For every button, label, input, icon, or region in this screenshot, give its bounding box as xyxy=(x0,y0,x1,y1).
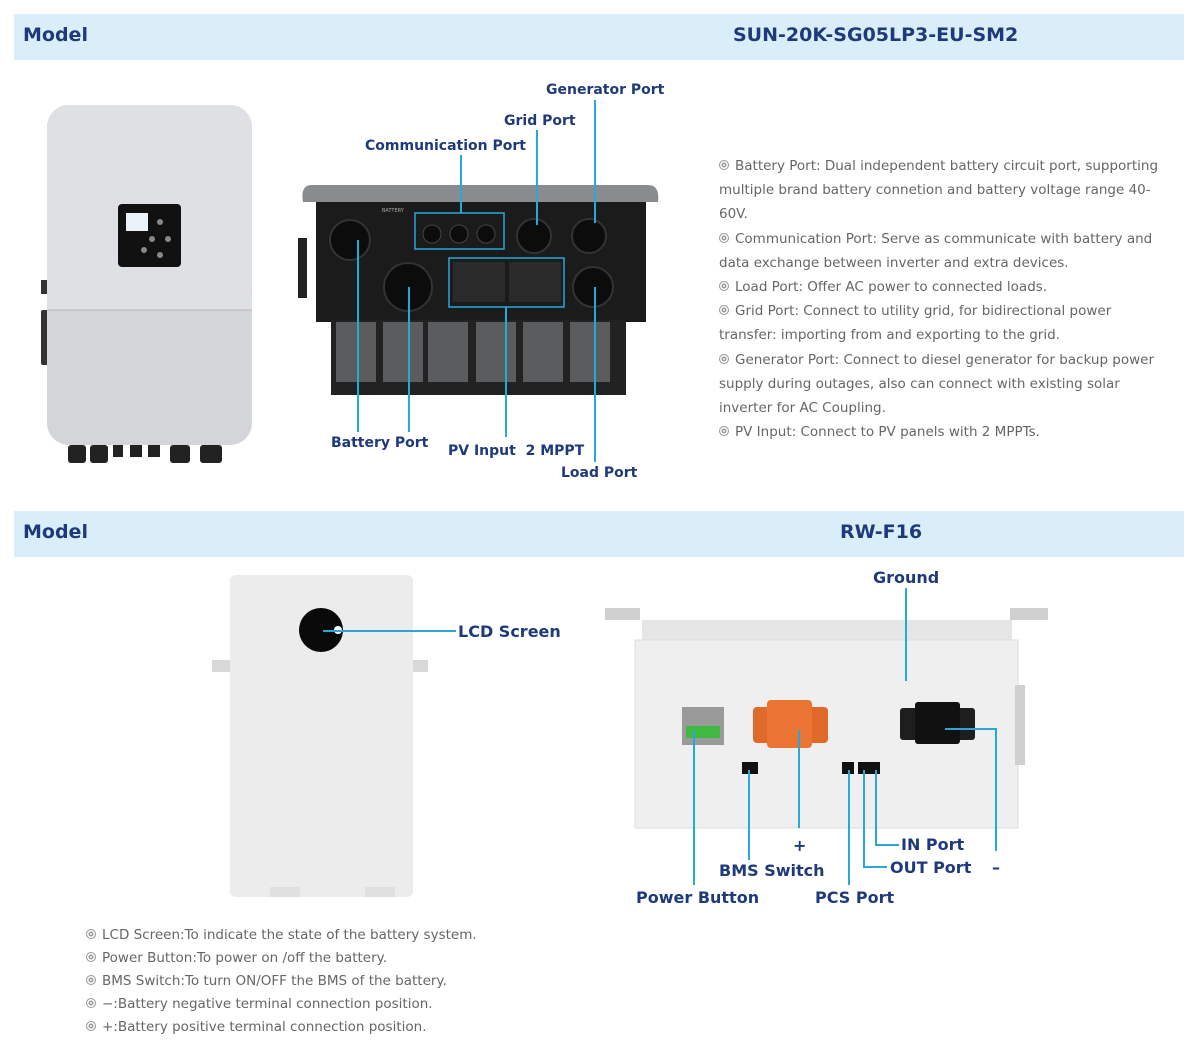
inverter-bottom-image: BATTERY xyxy=(298,185,659,395)
description-item: BMS Switch:To turn ON/OFF the BMS of the… xyxy=(86,970,477,993)
inverter-description-list: Battery Port: Dual independent battery c… xyxy=(719,154,1169,444)
callout-pcs-port: PCS Port xyxy=(815,888,895,907)
in-port-line xyxy=(875,770,877,845)
callout-battery-port: Battery Port xyxy=(331,435,429,451)
bullet-icon xyxy=(86,998,96,1008)
callout-grid-port: Grid Port xyxy=(504,113,576,129)
model-label: Model xyxy=(23,24,88,46)
description-item: Load Port: Offer AC power to connected l… xyxy=(719,275,1169,299)
callout-out-port: OUT Port xyxy=(890,858,972,877)
bullet-icon xyxy=(719,305,729,316)
bullet-icon xyxy=(719,281,729,292)
in-port-hline xyxy=(875,844,899,846)
bullet-icon xyxy=(719,426,729,437)
out-port-hline xyxy=(863,866,887,868)
description-item: Generator Port: Connect to diesel genera… xyxy=(719,351,1155,417)
description-item: Power Button:To power on /off the batter… xyxy=(86,947,477,970)
callout-generator-port: Generator Port xyxy=(546,82,665,98)
minus-hline xyxy=(945,728,995,730)
bullet-icon xyxy=(86,1021,96,1031)
generator-port-line xyxy=(594,100,596,223)
callout-lcd-screen: LCD Screen xyxy=(458,622,561,641)
description-item: LCD Screen:To indicate the state of the … xyxy=(86,924,477,947)
callout-communication-port: Communication Port xyxy=(365,138,526,154)
power-button-line xyxy=(693,730,695,885)
model-label: Model xyxy=(23,521,88,543)
grid-port-line xyxy=(536,130,538,225)
minus-line xyxy=(995,728,997,851)
bullet-icon xyxy=(86,929,96,939)
pcs-port-line xyxy=(848,770,850,885)
callout-load-port: Load Port xyxy=(561,465,638,481)
model-header-battery: Model RW-F16 xyxy=(14,511,1184,557)
lcd-screen-line xyxy=(323,630,456,632)
battery-back-image xyxy=(605,608,1048,829)
inverter-front-image xyxy=(41,105,252,463)
label-battery: BATTERY xyxy=(382,208,405,214)
model-value: SUN-20K-SG05LP3-EU-SM2 xyxy=(733,24,1019,46)
callout-pv-input: PV Input 2 MPPT xyxy=(448,443,585,459)
pv-input-line xyxy=(505,307,507,437)
callout-minus: – xyxy=(992,858,1000,877)
bullet-icon xyxy=(719,160,729,170)
callout-power-button: Power Button xyxy=(636,888,760,907)
bms-switch-line xyxy=(748,770,750,860)
description-item: −:Battery negative terminal connection p… xyxy=(86,993,477,1016)
bullet-icon xyxy=(719,232,729,243)
bullet-icon xyxy=(719,353,729,364)
callout-ground: Ground xyxy=(873,568,940,587)
model-header-inverter: Model SUN-20K-SG05LP3-EU-SM2 xyxy=(14,14,1184,60)
callout-bms-switch: BMS Switch xyxy=(719,861,825,880)
description-item: +:Battery positive terminal connection p… xyxy=(86,1016,477,1039)
load-port-line xyxy=(594,287,596,462)
description-item: PV Input: Connect to PV panels with 2 MP… xyxy=(719,420,1169,444)
callout-in-port: IN Port xyxy=(901,835,965,854)
battery-description-list: LCD Screen:To indicate the state of the … xyxy=(86,924,477,1039)
bullet-icon xyxy=(86,975,96,985)
communication-port-line xyxy=(460,155,462,213)
description-item: Battery Port: Dual independent battery c… xyxy=(719,158,1159,223)
battery-front-image xyxy=(212,575,428,897)
out-port-line xyxy=(863,770,865,867)
battery-port-line-2 xyxy=(408,287,410,432)
description-item: Communication Port: Serve as communicate… xyxy=(719,230,1153,271)
model-value: RW-F16 xyxy=(840,521,923,543)
battery-port-line-1 xyxy=(357,240,359,432)
plus-line xyxy=(798,730,800,828)
ground-line xyxy=(905,588,907,681)
bullet-icon xyxy=(86,952,96,962)
description-item: Grid Port: Connect to utility grid, for … xyxy=(719,303,1112,344)
callout-plus: + xyxy=(793,836,807,855)
